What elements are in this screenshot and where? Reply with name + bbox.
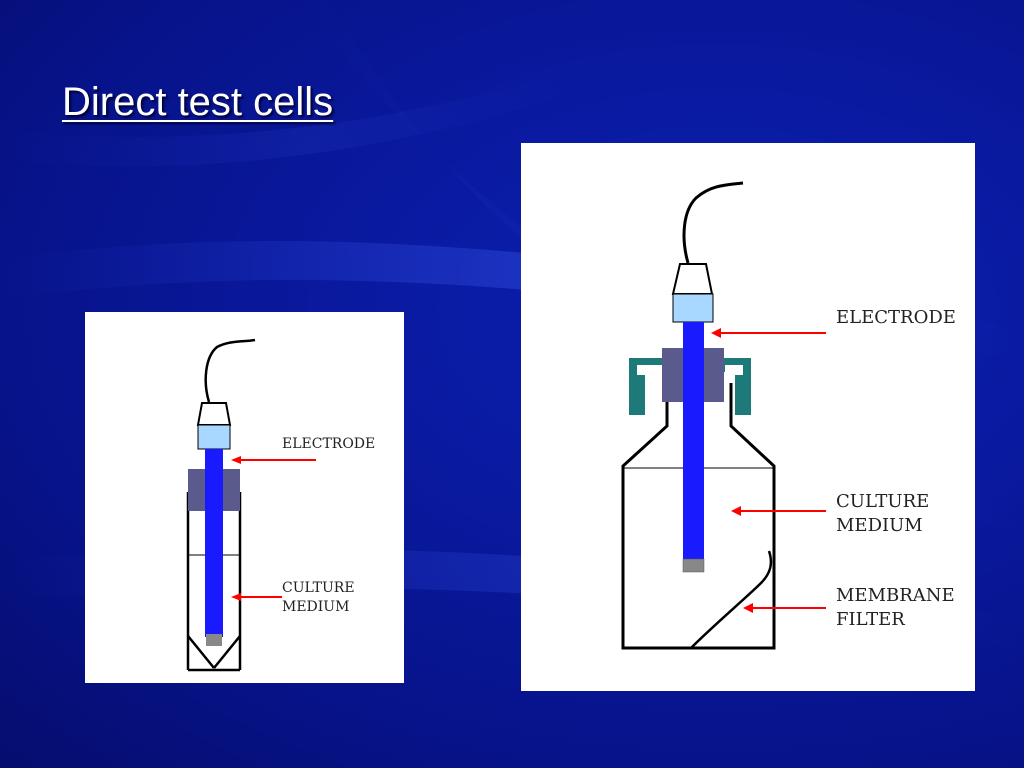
culture-vessel-icon [186,492,242,672]
large-test-cell-diagram: ELECTRODE CULTURE MEDIUM MEMBRANE FILTER [521,143,975,691]
culture-label-line1: CULTURE [836,491,929,512]
culture-label-line1: CULTURE [282,580,355,596]
electrode-icon [671,181,744,573]
membrane-filter-icon [690,550,773,649]
page-title: Direct test cells [62,80,334,124]
electrode-icon [196,338,256,646]
membrane-filter-arrow [743,603,826,613]
culture-label-line2: MEDIUM [282,599,349,615]
electrode-arrow [711,328,826,338]
culture-medium-arrow [231,593,282,601]
small-test-cell-diagram: ELECTRODE CULTURE MEDIUM [85,312,404,683]
culture-label-line2: MEDIUM [836,515,923,536]
culture-medium-arrow [731,506,826,516]
membrane-label-line1: MEMBRANE [836,585,955,606]
electrode-arrow [231,456,316,464]
electrode-label: ELECTRODE [836,307,956,328]
electrode-label: ELECTRODE [282,436,375,452]
membrane-label-line2: FILTER [836,609,905,630]
